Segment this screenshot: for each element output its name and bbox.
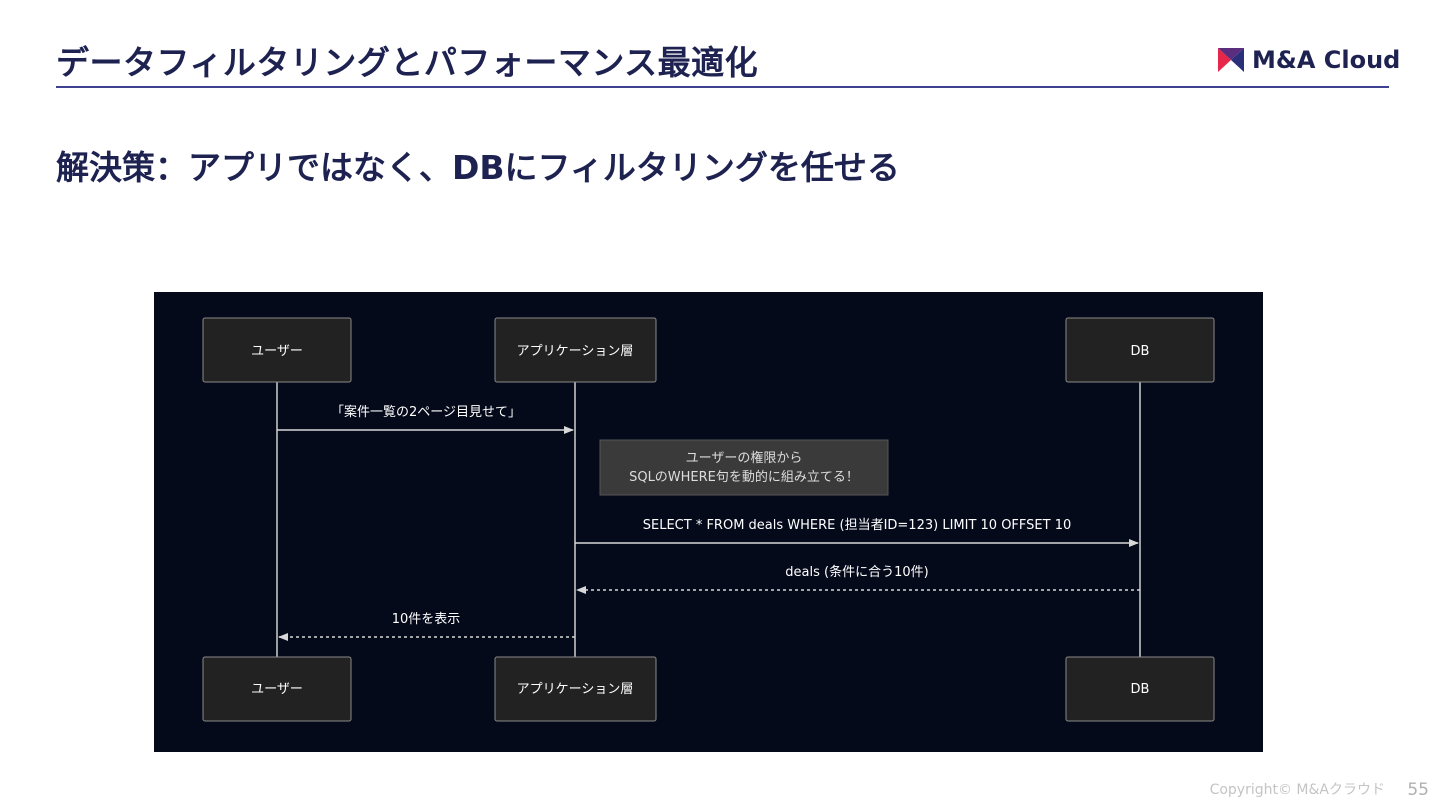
- participant-app-top: アプリケーション層: [494, 317, 657, 383]
- message-query-label: SELECT * FROM deals WHERE (担当者ID=123) LI…: [643, 518, 1072, 533]
- ma-cloud-logo-icon: [1218, 48, 1244, 72]
- participant-db-label: DB: [1131, 344, 1150, 359]
- brand-logo: M&A Cloud: [1216, 44, 1400, 76]
- note-box: ユーザーの権限から SQLのWHERE句を動的に組み立てる！: [599, 439, 889, 496]
- title-divider: [56, 86, 1389, 88]
- participant-app-label-bottom: アプリケーション層: [517, 682, 634, 697]
- message-result-label: deals (条件に合う10件): [785, 564, 928, 580]
- logo-text: M&A Cloud: [1252, 46, 1401, 74]
- copyright-text: Copyright© M&Aクラウド: [1209, 782, 1385, 798]
- participant-user-top: ユーザー: [202, 317, 352, 383]
- note-line-1: ユーザーの権限から: [686, 450, 803, 466]
- participant-db-label-bottom: DB: [1131, 682, 1150, 697]
- note-line-2: SQLのWHERE句を動的に組み立てる！: [629, 469, 859, 485]
- message-request-label: 「案件一覧の2ページ目見せて」: [331, 404, 521, 420]
- message-display-label: 10件を表示: [392, 612, 461, 627]
- page-number: 55: [1407, 780, 1429, 800]
- slide-subtitle: 解決策：アプリではなく、DBにフィルタリングを任せる: [56, 148, 900, 187]
- slide-title: データフィルタリングとパフォーマンス最適化: [56, 43, 759, 82]
- participant-app-label: アプリケーション層: [517, 344, 634, 359]
- participant-db-top: DB: [1065, 317, 1215, 383]
- sequence-diagram: ユーザー アプリケーション層 DB 「案件一覧の2ページ目見せて」 ユーザーの権…: [154, 292, 1263, 752]
- participant-user-bottom: ユーザー: [202, 656, 352, 722]
- participant-user-label: ユーザー: [251, 344, 303, 359]
- participant-db-bottom: DB: [1065, 656, 1215, 722]
- participant-app-bottom: アプリケーション層: [494, 656, 657, 722]
- participant-user-label-bottom: ユーザー: [251, 682, 303, 697]
- sequence-diagram-canvas: ユーザー アプリケーション層 DB 「案件一覧の2ページ目見せて」 ユーザーの権…: [202, 317, 1215, 722]
